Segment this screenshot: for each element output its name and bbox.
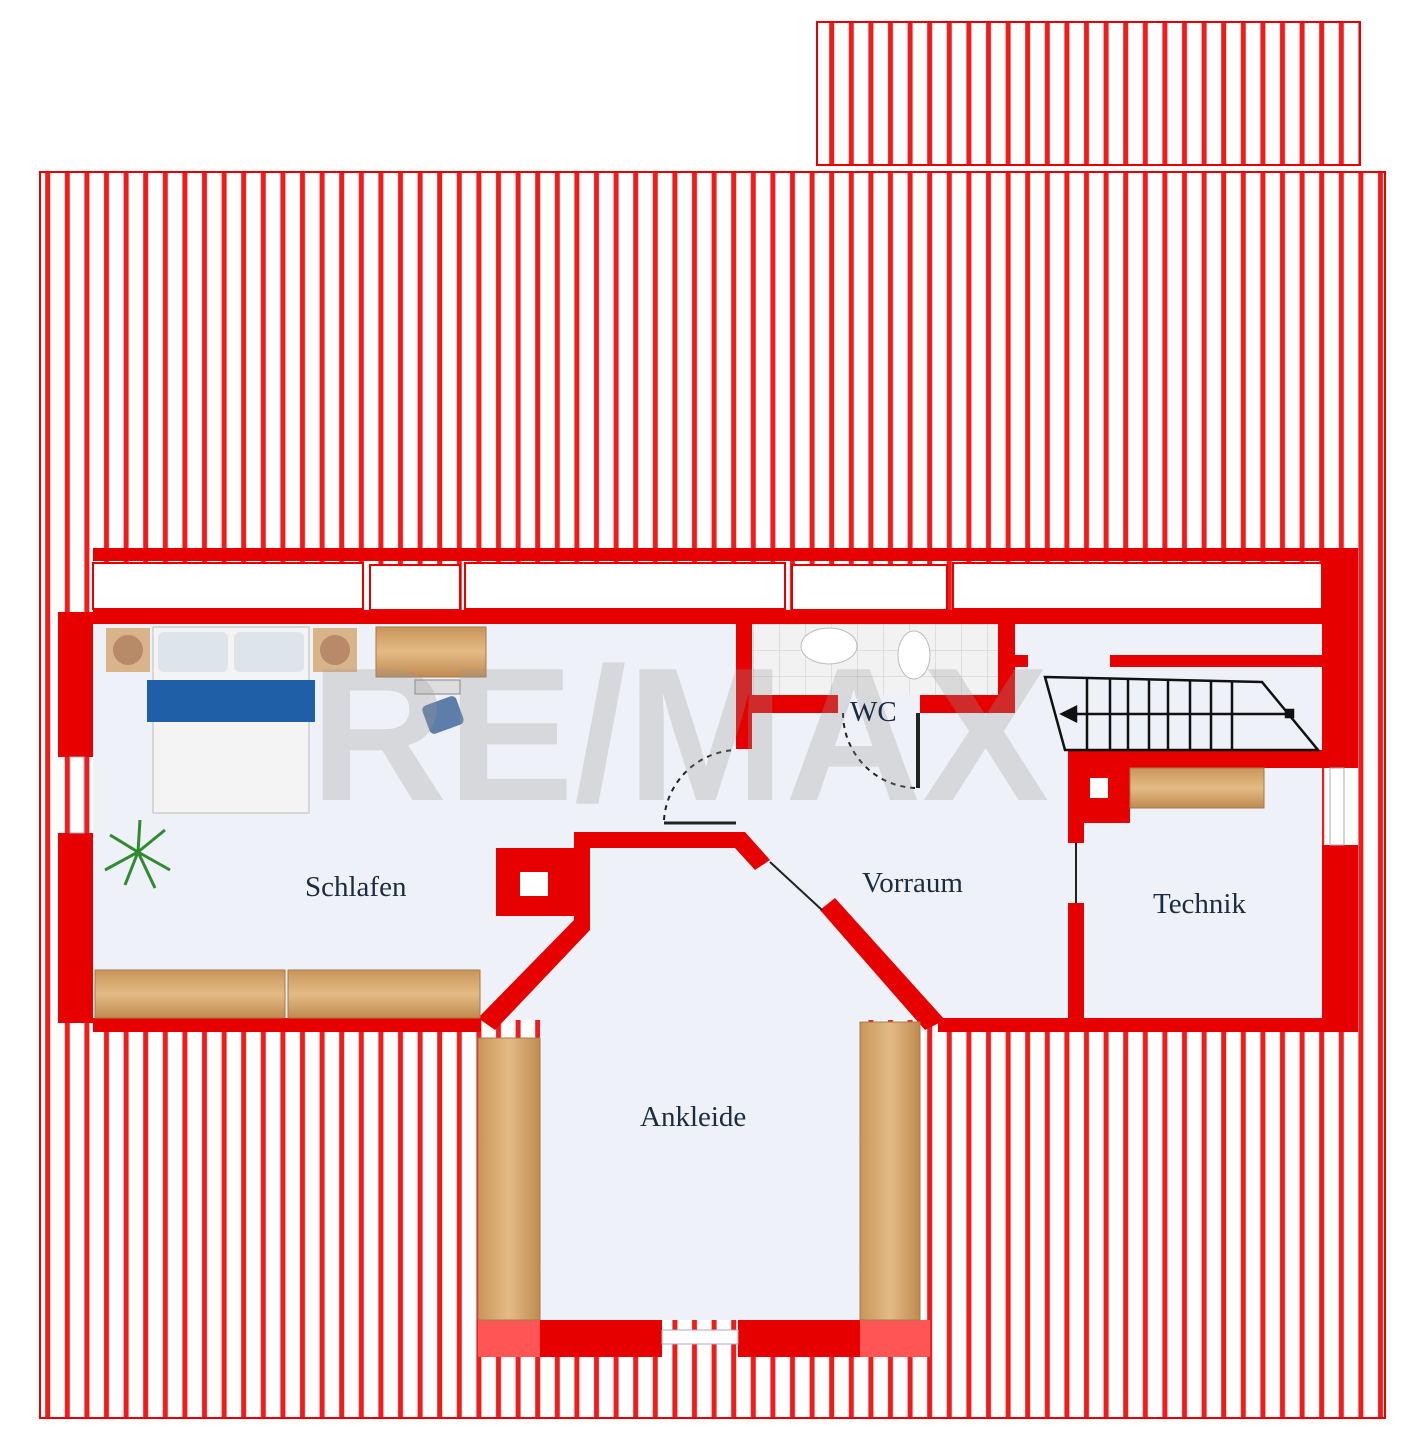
room-label-technik: Technik xyxy=(1153,888,1246,920)
room-label-vorraum: Vorraum xyxy=(862,867,963,899)
nightstand-lamps xyxy=(106,628,357,672)
watermark-remax: RE/MAX xyxy=(310,629,1049,841)
desk-chair xyxy=(414,679,464,734)
bed xyxy=(147,626,315,814)
room-label-wc: WC xyxy=(850,696,897,728)
windows xyxy=(69,756,1345,1345)
staircase xyxy=(1043,675,1321,752)
plant-icon xyxy=(104,819,171,889)
wc-fixtures xyxy=(752,624,998,695)
chimney-openings xyxy=(520,778,1108,896)
doors xyxy=(663,712,1077,911)
room-label-ankleide: Ankleide xyxy=(640,1101,746,1133)
wardrobes xyxy=(94,626,1265,1321)
walls xyxy=(58,548,1358,1357)
dormer-band xyxy=(92,562,1323,611)
room-label-schlafen: Schlafen xyxy=(305,871,407,903)
